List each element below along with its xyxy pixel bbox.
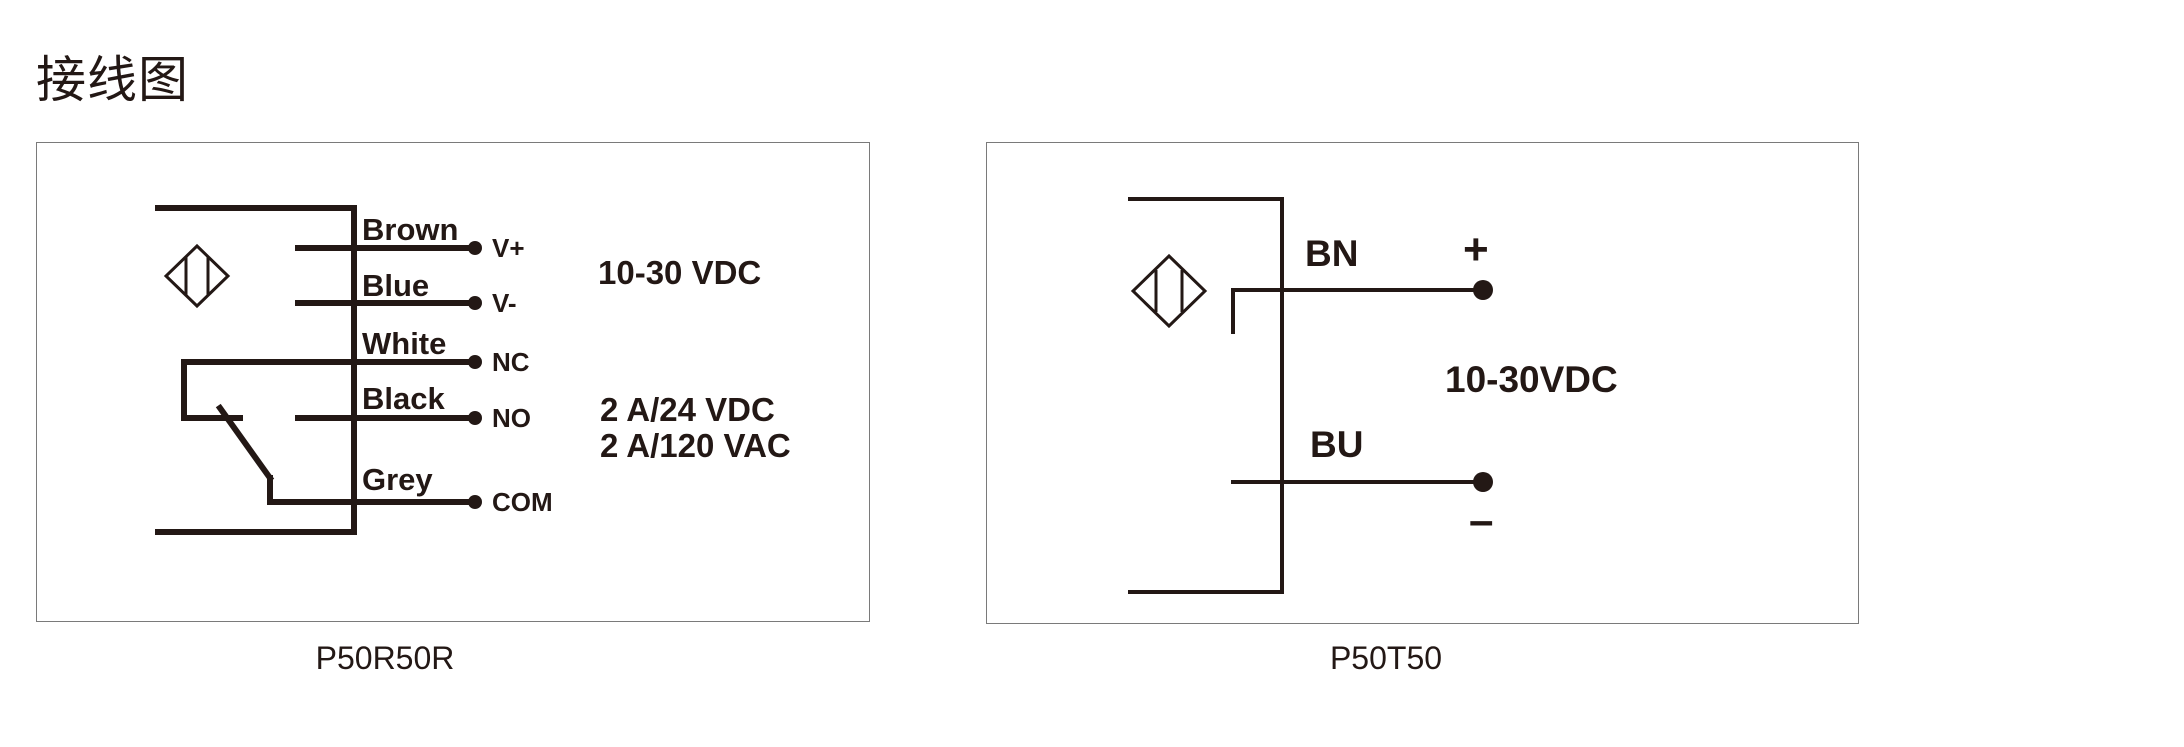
terminal-dot-v-minus	[468, 296, 482, 310]
wiring-diagram-p50t50	[986, 142, 1859, 624]
terminal-dot-plus	[1473, 280, 1493, 300]
diagram-caption-a: P50R50R	[315, 640, 455, 676]
terminal-label-no: NO	[492, 403, 531, 433]
supply-voltage-a: 10-30 VDC	[598, 254, 761, 291]
relay-com-path	[267, 475, 357, 505]
sensor-symbol-icon-a	[163, 243, 231, 309]
terminal-dot-minus	[1473, 472, 1493, 492]
terminal-label-com: COM	[492, 487, 553, 517]
wire-label-brown: Brown	[362, 212, 458, 247]
wire-label-bu: BU	[1310, 424, 1363, 465]
contact-rating-ac: 2 A/120 VAC	[600, 427, 791, 464]
polarity-plus: +	[1463, 225, 1489, 274]
terminal-dot-no	[468, 411, 482, 425]
terminal-dot-com	[468, 495, 482, 509]
diagram-caption-b: P50T50	[1329, 640, 1443, 676]
wire-label-white: White	[362, 326, 446, 361]
supply-voltage-b: 10-30VDC	[1445, 359, 1618, 400]
wire-label-grey: Grey	[362, 462, 433, 497]
relay-switch-blade	[215, 403, 275, 483]
terminal-dot-nc	[468, 355, 482, 369]
wiring-diagram-p50r50r	[36, 142, 870, 622]
relay-nc-path	[181, 359, 357, 421]
sensor-symbol-icon-b	[1130, 253, 1208, 329]
wire-bn	[1231, 288, 1482, 334]
wire-label-blue: Blue	[362, 268, 429, 303]
polarity-minus: –	[1469, 496, 1493, 545]
contact-rating-dc: 2 A/24 VDC	[600, 391, 775, 428]
terminal-dot-v-plus	[468, 241, 482, 255]
terminal-label-v-minus: V-	[492, 288, 517, 318]
wire-label-black: Black	[362, 381, 445, 416]
terminal-label-nc: NC	[492, 347, 530, 377]
terminal-label-v-plus: V+	[492, 233, 525, 263]
page-title: 接线图	[36, 51, 189, 109]
sensor-body-outline-b	[1128, 197, 1284, 594]
wire-label-bn: BN	[1305, 233, 1358, 274]
sensor-body-outline-a	[155, 205, 357, 535]
